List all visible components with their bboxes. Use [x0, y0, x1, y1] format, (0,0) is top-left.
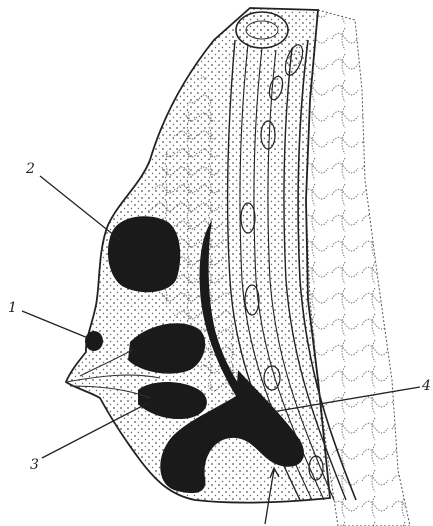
label-2: 2	[26, 162, 35, 176]
upper-cyst	[108, 216, 180, 292]
top-vessel	[236, 12, 288, 48]
label-4: 4	[422, 379, 431, 393]
small-cyst	[85, 331, 103, 351]
label-1: 1	[8, 301, 17, 315]
label-3: 3	[30, 458, 39, 472]
